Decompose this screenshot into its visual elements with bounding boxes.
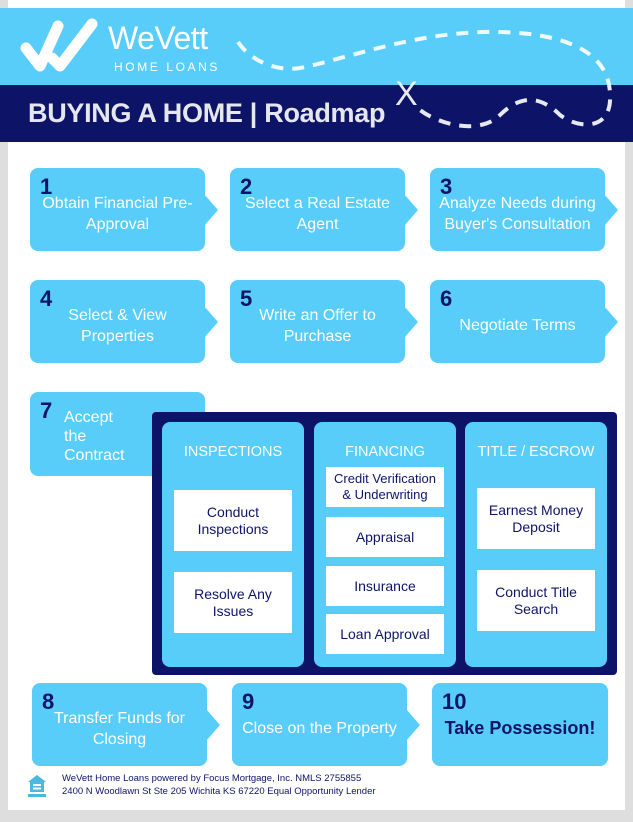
step-label: Obtain Financial Pre-Approval (42, 194, 193, 233)
step-number: 10 (442, 689, 467, 714)
step-9: 9 Close on the Property (232, 683, 420, 766)
page-title: BUYING A HOME | Roadmap (28, 98, 386, 128)
equal-housing-icon (28, 775, 46, 797)
process-panel: INSPECTIONS Conduct Inspections Resolve … (152, 412, 617, 675)
brand-subtitle: HOME LOANS (114, 60, 221, 74)
step-number: 7 (40, 398, 53, 423)
step-number: 2 (240, 174, 253, 199)
step-number: 1 (40, 174, 53, 199)
step-label: Close on the Property (242, 720, 397, 737)
brand-name: WeVett (108, 20, 208, 56)
step-label: Transfer Funds for Closing (53, 709, 185, 748)
task-card: Loan Approval (326, 614, 444, 654)
task-card: Resolve Any Issues (174, 572, 292, 633)
step-label: Select a Real Estate Agent (245, 194, 390, 233)
inspections-column: INSPECTIONS Conduct Inspections Resolve … (162, 422, 304, 667)
task-card: Conduct Inspections (174, 490, 292, 551)
step-label: Analyze Needs during Buyer's Consultatio… (439, 194, 596, 233)
step-5: 5 Write an Offer to Purchase (230, 280, 418, 363)
step-10: 10 Take Possession! (432, 683, 608, 766)
column-heading: FINANCING (345, 444, 425, 460)
step-label: Select & View Properties (68, 306, 167, 345)
step-label: Negotiate Terms (459, 317, 576, 334)
step-4: 4 Select & View Properties (30, 280, 218, 363)
step-label: Accept the Contract (64, 408, 125, 464)
footer-line-2: 2400 N Woodlawn St Ste 205 Wichita KS 67… (62, 786, 376, 797)
title-escrow-column: TITLE / ESCROW Earnest Money Deposit Con… (465, 422, 607, 667)
task-card: Earnest Money Deposit (477, 488, 595, 549)
task-card: Insurance (326, 566, 444, 606)
task-card: Credit Verification & Underwriting (326, 467, 444, 507)
checkmark-logo-icon (20, 18, 98, 72)
step-number: 9 (242, 689, 255, 714)
task-card: Conduct Title Search (477, 570, 595, 631)
step-label: Write an Offer to Purchase (259, 306, 376, 345)
step-number: 4 (40, 286, 53, 311)
column-heading: TITLE / ESCROW (477, 444, 595, 460)
task-card: Appraisal (326, 517, 444, 557)
step-8: 8 Transfer Funds for Closing (32, 683, 220, 766)
footer-line-1: WeVett Home Loans powered by Focus Mortg… (62, 773, 362, 784)
step-1: 1 Obtain Financial Pre-Approval (30, 168, 218, 251)
step-number: 5 (240, 286, 253, 311)
step-label: Take Possession! (444, 718, 596, 738)
step-3: 3 Analyze Needs during Buyer's Consultat… (430, 168, 618, 251)
financing-column: FINANCING Credit Verification & Underwri… (314, 422, 456, 667)
step-6: 6 Negotiate Terms (430, 280, 618, 363)
step-2: 2 Select a Real Estate Agent (230, 168, 418, 251)
step-number: 3 (440, 174, 453, 199)
column-heading: INSPECTIONS (183, 444, 283, 460)
step-number: 8 (42, 689, 55, 714)
step-number: 6 (440, 286, 453, 311)
